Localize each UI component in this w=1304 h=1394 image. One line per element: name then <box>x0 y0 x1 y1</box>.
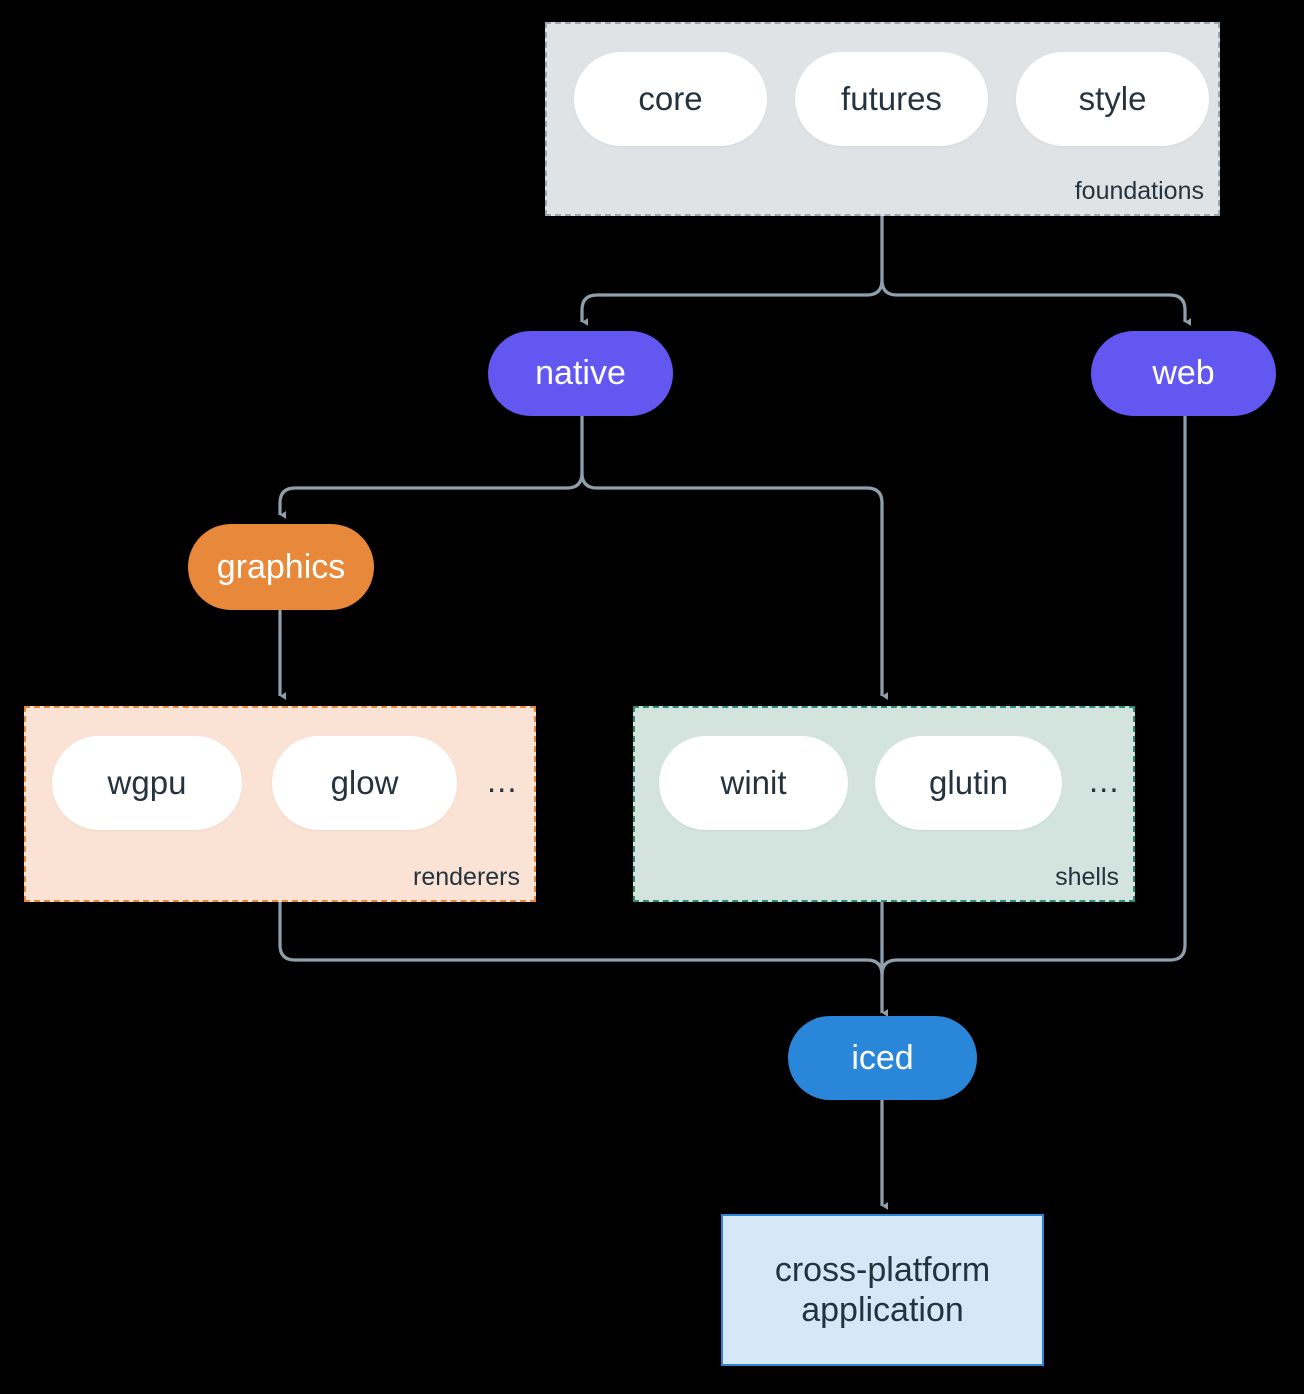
application-line-1: cross-platform <box>774 1250 991 1289</box>
edge-foundations-to-web <box>880 279 1192 326</box>
group-shells: winit glutin ... shells <box>633 706 1135 902</box>
edge-foundations-to-native <box>580 216 884 326</box>
edge-native-to-graphics <box>278 416 584 519</box>
shells-ellipsis: ... <box>1089 761 1120 799</box>
group-foundations: core futures style foundations <box>545 22 1220 216</box>
edge-native-to-shells <box>580 472 889 700</box>
renderers-ellipsis: ... <box>487 761 518 799</box>
pill-glutin[interactable]: glutin <box>875 736 1062 830</box>
pill-futures[interactable]: futures <box>795 52 988 146</box>
node-native[interactable]: native <box>488 331 673 416</box>
group-label-shells: shells <box>1055 863 1119 891</box>
node-iced[interactable]: iced <box>788 1016 977 1100</box>
foundations-items: core futures style <box>574 52 1209 146</box>
pill-winit[interactable]: winit <box>659 736 848 830</box>
pill-glow[interactable]: glow <box>272 736 457 830</box>
group-renderers: wgpu glow ... renderers <box>24 706 536 902</box>
node-web[interactable]: web <box>1091 331 1276 416</box>
application-line-2: application <box>801 1291 964 1329</box>
group-label-renderers: renderers <box>413 863 520 891</box>
pill-style[interactable]: style <box>1016 52 1209 146</box>
edge-renderers-to-iced <box>278 902 889 1017</box>
renderers-items: wgpu glow ... <box>52 736 518 830</box>
node-cross-platform-application[interactable]: cross-platform application <box>721 1214 1044 1366</box>
shells-items: winit glutin ... <box>659 736 1120 830</box>
node-graphics[interactable]: graphics <box>188 524 374 610</box>
group-label-foundations: foundations <box>1074 177 1204 205</box>
pill-wgpu[interactable]: wgpu <box>52 736 242 830</box>
pill-core[interactable]: core <box>574 52 767 146</box>
